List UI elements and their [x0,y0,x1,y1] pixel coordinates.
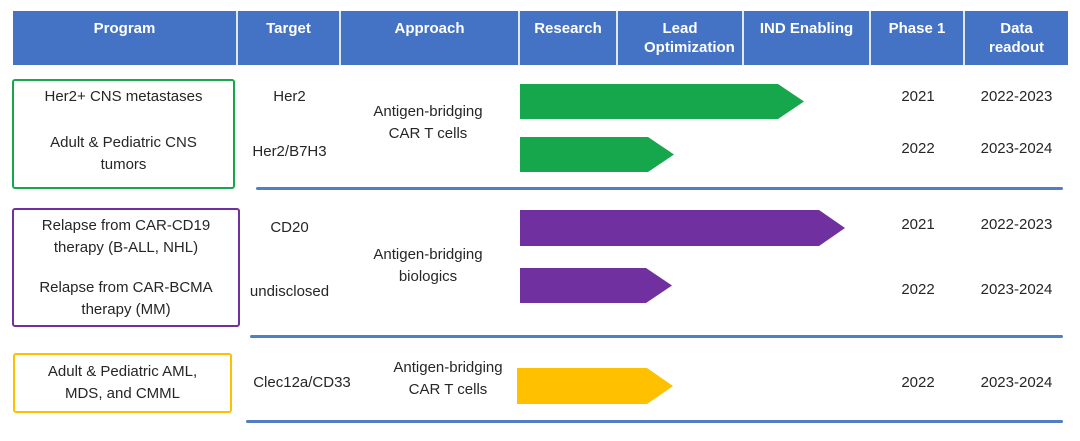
column-header-approach: Approach [341,11,520,65]
approach-label: Antigen-bridging CAR T cells [373,103,483,142]
pipeline-progress-arrow [520,84,804,119]
pipeline-progress-arrow [520,268,672,303]
data-readout-years: 2023-2024 [980,374,1053,391]
data-readout-years: 2023-2024 [980,140,1053,157]
group-separator-line [250,335,1063,338]
column-header-phase1: Phase 1 [871,11,965,65]
target-label: CD20 [270,219,309,236]
column-header-label: IND Enabling [759,20,854,37]
target-label: Her2/B7H3 [252,143,327,160]
column-header-label: Target [266,20,311,37]
group-separator-line [256,187,1063,190]
approach-label: Antigen-bridging biologics [373,246,483,285]
target-label: Her2 [273,88,306,105]
column-header-research: Research [520,11,618,65]
program-label: Adult & Pediatric CNS tumors [50,134,197,173]
data-readout-years: 2023-2024 [980,281,1053,298]
approach-label: Antigen-bridging CAR T cells [393,359,503,398]
column-header-label: Program [93,20,156,37]
phase1-year: 2022 [901,140,935,157]
column-header-label: Data readout [988,20,1044,56]
program-group-box-relapse [12,208,240,327]
group-separator-line [246,420,1063,423]
target-label: Clec12a/CD33 [253,374,351,391]
pipeline-progress-arrow [520,210,845,246]
program-label: Relapse from CAR-CD19 therapy (B-ALL, NH… [41,217,211,256]
program-label: Her2+ CNS metastases [44,88,203,105]
header-row: Program Target Approach Research Lead Op… [13,11,1068,65]
column-header-ind-enabling: IND Enabling [744,11,871,65]
column-header-label: Lead Optimization [644,20,735,56]
program-group-box-aml [13,353,232,413]
program-group-box-cns [12,79,235,189]
phase1-year: 2021 [901,88,935,105]
target-label: undisclosed [249,283,330,300]
phase1-year: 2022 [901,281,935,298]
phase1-year: 2021 [901,216,935,233]
data-readout-years: 2022-2023 [980,88,1053,105]
pipeline-progress-arrow [517,368,673,404]
column-header-label: Approach [394,20,465,37]
data-readout-years: 2022-2023 [980,216,1053,233]
column-header-data-readout: Data readout [965,11,1068,65]
column-header-lead-optimization: Lead Optimization [618,11,744,65]
column-header-target: Target [238,11,341,65]
program-label: Relapse from CAR-BCMA therapy (MM) [39,279,213,318]
column-header-program: Program [13,11,238,65]
program-label: Adult & Pediatric AML, MDS, and CMML [47,363,198,402]
column-header-label: Phase 1 [888,20,946,37]
pipeline-progress-arrow [520,137,674,172]
column-header-label: Research [534,20,602,37]
phase1-year: 2022 [901,374,935,391]
